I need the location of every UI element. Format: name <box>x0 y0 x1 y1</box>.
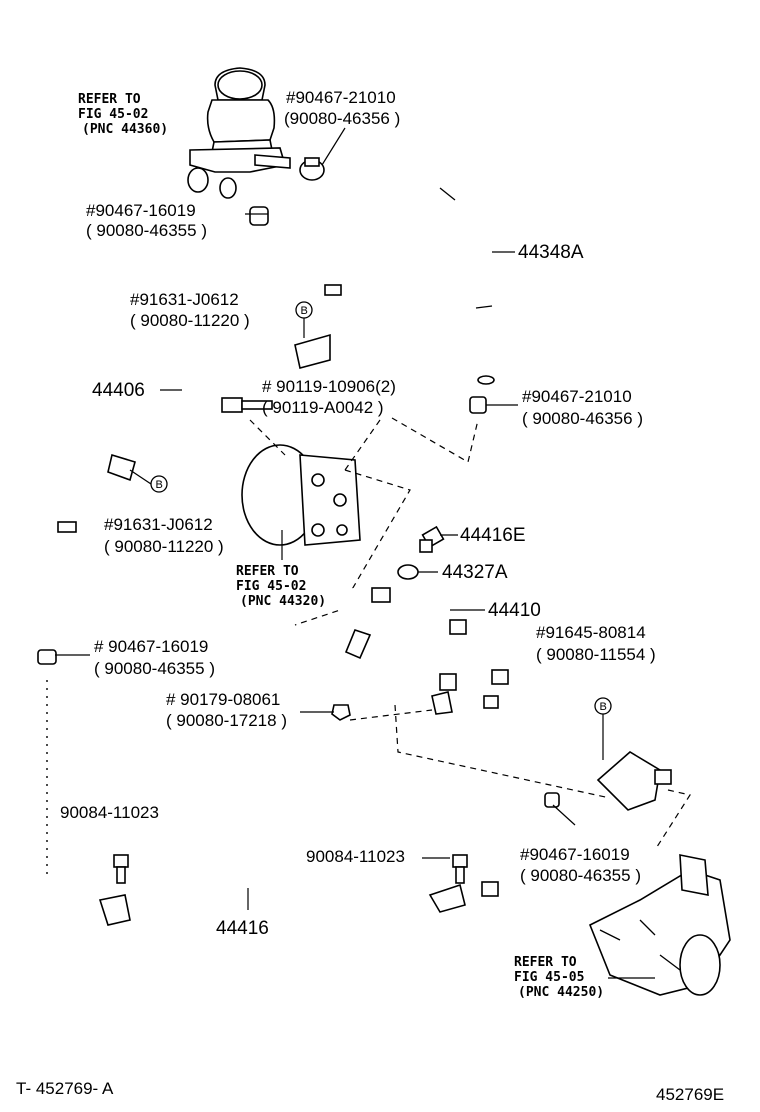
svg-text:(PNC 44360): (PNC 44360) <box>82 122 168 137</box>
label-return-tube: 44416 <box>216 918 269 939</box>
svg-text:B: B <box>301 305 308 317</box>
label-clamp-left: #90467-16019 ( 90080-46355 ) <box>86 201 207 240</box>
svg-text:( 90080-46355 ): ( 90080-46355 ) <box>520 866 641 885</box>
label-bracket-b1: #91631-J0612 ( 90080-11220 ) <box>130 290 250 330</box>
svg-text:FIG 45-02: FIG 45-02 <box>236 579 306 594</box>
svg-text:#91631-J0612: #91631-J0612 <box>130 290 239 309</box>
pipe-44406 <box>40 219 342 646</box>
svg-text:( 90080-46356 ): ( 90080-46356 ) <box>522 409 643 428</box>
label-clamp-bottom: #90467-16019 ( 90080-46355 ) <box>520 845 641 885</box>
clamp-top <box>299 157 325 181</box>
footer-left: T- 452769- A <box>16 1079 114 1098</box>
label-bolt-b3: #91645-80814 ( 90080-11554 ) <box>536 623 656 664</box>
steering-gear-housing <box>588 854 731 996</box>
pressure-tube-44410 <box>339 587 636 801</box>
gasket <box>397 564 419 580</box>
clamp-mid <box>37 649 57 665</box>
b-marker-2: B <box>129 469 168 493</box>
label-clamp-mid: # 90467-16019 ( 90080-46355 ) <box>94 637 215 678</box>
svg-text:#90467-16019: #90467-16019 <box>520 845 630 864</box>
label-bolt: # 90119-10906(2) ( 90119-A0042 ) <box>262 377 396 417</box>
b-marker-1: B <box>295 301 313 338</box>
label-bolt-left: 90084-11023 <box>60 803 159 822</box>
reservoir-tank <box>187 67 291 199</box>
svg-text:( 90080-46355 ): ( 90080-46355 ) <box>86 221 207 240</box>
svg-text:#90467-21010: #90467-21010 <box>522 387 632 406</box>
svg-text:FIG 45-05: FIG 45-05 <box>514 970 584 985</box>
footer-right: 452769E <box>656 1085 724 1104</box>
label-pressure-tube: 44410 <box>488 600 541 621</box>
label-pump-ref: REFER TO FIG 45-02 (PNC 44320) <box>236 564 326 609</box>
svg-text:# 90467-16019: # 90467-16019 <box>94 637 208 656</box>
svg-text:( 90080-11220 ): ( 90080-11220 ) <box>130 311 250 330</box>
hose-44348a <box>333 173 495 387</box>
nut <box>331 704 351 721</box>
svg-text:#91631-J0612: #91631-J0612 <box>104 515 213 534</box>
pump-bolt <box>221 397 273 413</box>
svg-text:( 90080-11220 ): ( 90080-11220 ) <box>104 537 224 556</box>
svg-text:#90467-21010: #90467-21010 <box>286 88 396 107</box>
svg-text:B: B <box>156 479 163 491</box>
label-hose-44348a: 44348A <box>518 242 584 263</box>
svg-text:# 90179-08061: # 90179-08061 <box>166 690 280 709</box>
label-pipe-44406: 44406 <box>92 380 145 401</box>
svg-text:(PNC 44320): (PNC 44320) <box>240 594 326 609</box>
svg-text:FIG 45-02: FIG 45-02 <box>78 107 148 122</box>
label-bolt-right: 90084-11023 <box>306 847 405 866</box>
svg-text:REFER TO: REFER TO <box>514 955 577 970</box>
label-clamp-right: #90467-21010 ( 90080-46356 ) <box>522 387 643 428</box>
label-reservoir-ref: REFER TO FIG 45-02 (PNC 44360) <box>78 92 168 137</box>
svg-text:REFER TO: REFER TO <box>236 564 299 579</box>
svg-text:( 90080-17218 ): ( 90080-17218 ) <box>166 711 287 730</box>
clamp-bottom <box>544 792 560 808</box>
label-gear-ref: REFER TO FIG 45-05 (PNC 44250) <box>514 955 604 1000</box>
svg-text:B: B <box>600 701 607 713</box>
clamp-left <box>249 206 269 226</box>
tube-assembly <box>405 673 672 811</box>
power-steering-pump <box>241 444 361 546</box>
svg-text:( 90080-46355 ): ( 90080-46355 ) <box>94 659 215 678</box>
label-clamp-top: #90467-21010 (90080-46356 ) <box>284 88 400 128</box>
return-tube-44416 <box>40 789 536 937</box>
svg-text:( 90119-A0042 ): ( 90119-A0042 ) <box>262 398 384 417</box>
label-bracket-b2: #91631-J0612 ( 90080-11220 ) <box>104 515 224 556</box>
svg-text:#90467-16019: #90467-16019 <box>86 201 196 220</box>
clamp-right <box>469 396 487 414</box>
svg-text:# 90119-10906(2): # 90119-10906(2) <box>262 377 396 396</box>
svg-text:(90080-46356 ): (90080-46356 ) <box>284 109 400 128</box>
svg-text:(PNC 44250): (PNC 44250) <box>518 985 604 1000</box>
label-nut: # 90179-08061 ( 90080-17218 ) <box>166 690 287 730</box>
label-union-bolt: 44416E <box>460 525 526 546</box>
label-gasket: 44327A <box>442 562 508 583</box>
bolt-left <box>113 854 129 884</box>
union-bolt <box>419 525 445 553</box>
svg-text:REFER TO: REFER TO <box>78 92 141 107</box>
b-marker-3: B <box>594 697 612 760</box>
svg-text:( 90080-11554 ): ( 90080-11554 ) <box>536 645 656 664</box>
svg-text:#91645-80814: #91645-80814 <box>536 623 646 642</box>
bolt-right <box>452 854 468 884</box>
